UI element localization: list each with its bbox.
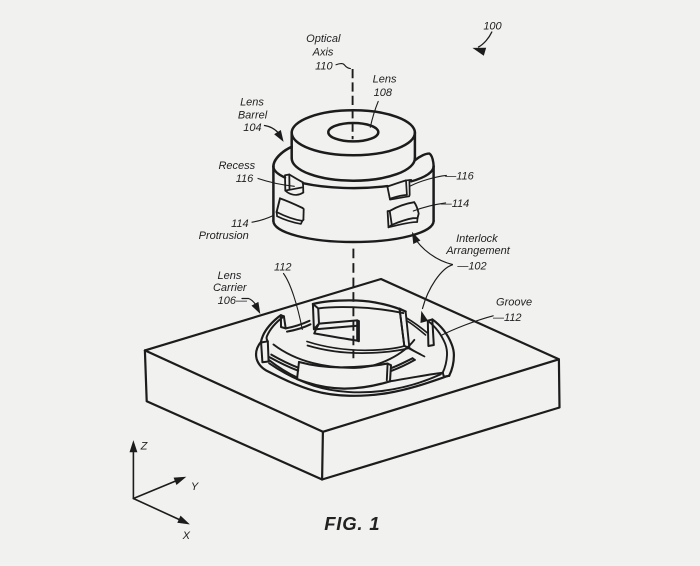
svg-text:104: 104	[243, 122, 261, 134]
svg-text:110: 110	[315, 60, 333, 72]
svg-text:Y: Y	[191, 481, 199, 493]
svg-text:Barrel: Barrel	[238, 109, 268, 121]
svg-text:Lens: Lens	[240, 96, 264, 108]
svg-text:X: X	[182, 530, 191, 542]
svg-text:100: 100	[483, 21, 502, 33]
svg-text:116: 116	[236, 173, 254, 185]
svg-text:Lens: Lens	[217, 270, 241, 282]
svg-text:Optical: Optical	[306, 33, 341, 45]
svg-text:—102: —102	[456, 260, 486, 272]
svg-text:Interlock: Interlock	[456, 233, 498, 245]
svg-text:FIG. 1: FIG. 1	[324, 513, 380, 534]
svg-text:114: 114	[231, 218, 249, 230]
svg-text:106—: 106—	[218, 295, 248, 307]
svg-text:112: 112	[274, 262, 292, 274]
svg-text:Recess: Recess	[218, 160, 255, 172]
svg-text:Axis: Axis	[312, 47, 334, 59]
svg-text:—114: —114	[440, 198, 470, 210]
svg-text:Protrusion: Protrusion	[199, 230, 249, 242]
svg-text:108: 108	[374, 87, 393, 99]
svg-text:Carrier: Carrier	[213, 282, 248, 294]
svg-text:Groove: Groove	[496, 297, 532, 309]
svg-text:—116: —116	[444, 171, 474, 183]
svg-text:Arrangement: Arrangement	[445, 245, 511, 257]
svg-text:Lens: Lens	[373, 74, 397, 86]
svg-text:Z: Z	[140, 440, 149, 452]
svg-text:—112: —112	[492, 312, 522, 324]
